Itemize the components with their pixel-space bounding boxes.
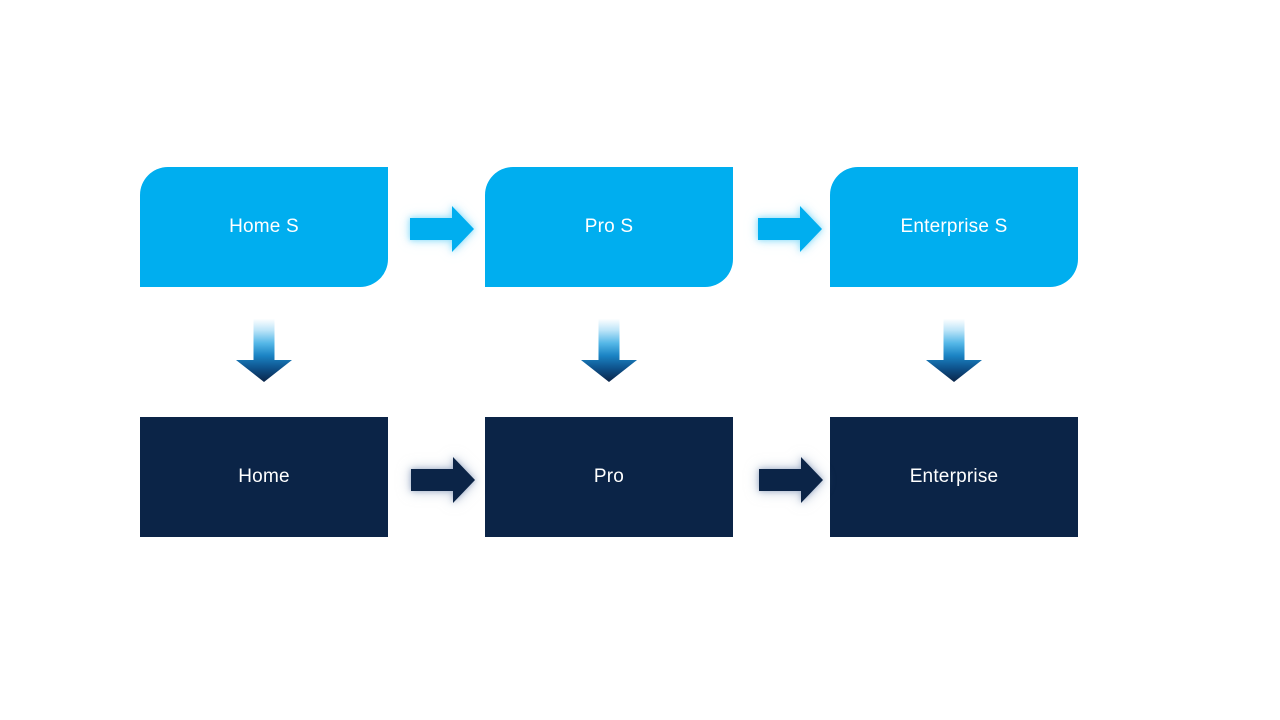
down-arrow-icon [926,319,982,382]
edition-box-label: Pro S [584,216,634,237]
right-arrow-icon [410,206,474,252]
right-arrow-icon [759,457,823,503]
edition-box-label: Enterprise [909,466,999,487]
edition-box-enterprise-s: Enterprise S [830,167,1078,287]
edition-box-label: Home S [229,216,299,237]
edition-box-enterprise: Enterprise [830,417,1078,537]
edition-box-home: Home [140,417,388,537]
edition-box-label: Enterprise S [900,216,1008,237]
edition-box-label: Pro [593,466,625,487]
down-arrow-icon [581,319,637,382]
edition-box-pro: Pro [485,417,733,537]
edition-box-pro-s: Pro S [485,167,733,287]
edition-box-label: Home [238,466,290,487]
right-arrow-icon [411,457,475,503]
edition-box-home-s: Home S [140,167,388,287]
down-arrow-icon [236,319,292,382]
right-arrow-icon [758,206,822,252]
